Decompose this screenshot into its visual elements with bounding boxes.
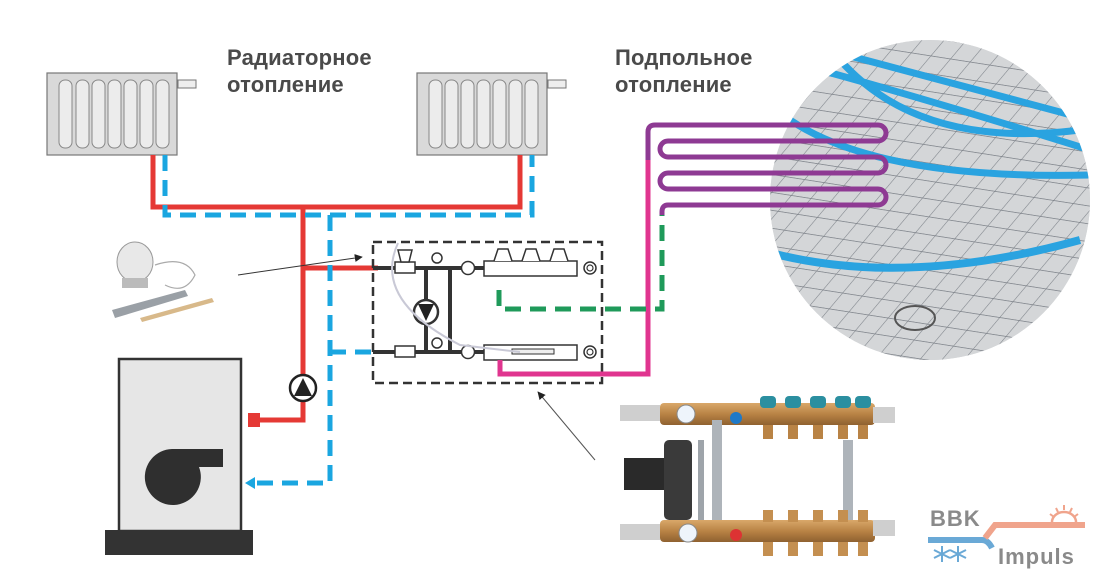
manifold-photo: [620, 396, 895, 556]
supply-pipes: [150, 155, 523, 423]
brand-logo: [928, 505, 1085, 562]
pointer-arrow-thermostat: [237, 254, 363, 276]
snowflake-icon: [933, 546, 967, 562]
underfloor-heating-loop: [645, 122, 889, 215]
radiator-left: [46, 72, 197, 156]
boiler-supply-connector: [248, 413, 260, 427]
pointer-arrow-manifold: [537, 391, 596, 461]
radiator-heading-line1: Радиаторное: [227, 45, 372, 70]
underfloor-heading-line2: отопление: [615, 72, 732, 97]
logo-brand-bottom: Impuls: [998, 544, 1075, 569]
underfloor-photo: [770, 40, 1090, 360]
burner-fan-icon: [144, 449, 223, 505]
logo-brand-top: BBK: [930, 506, 981, 531]
radiator-right: [416, 72, 567, 156]
underfloor-heading: Подпольное отопление: [615, 44, 753, 98]
underfloor-supply-pipe: [497, 160, 651, 377]
underfloor-return-pipe: [496, 215, 665, 312]
return-pipes: [162, 155, 535, 486]
thermostatic-head-with-sensor: [112, 241, 214, 322]
boiler: [105, 357, 253, 555]
mixing-unit-schematic: [373, 242, 597, 361]
radiator-heading: Радиаторное отопление: [227, 44, 372, 98]
radiator-heading-line2: отопление: [227, 72, 344, 97]
underfloor-heading-line1: Подпольное: [615, 45, 753, 70]
circulation-pump: [288, 373, 318, 403]
boiler-return-arrow: [245, 477, 255, 489]
sun-icon: [1050, 510, 1078, 523]
mixing-unit-box: [371, 240, 604, 385]
